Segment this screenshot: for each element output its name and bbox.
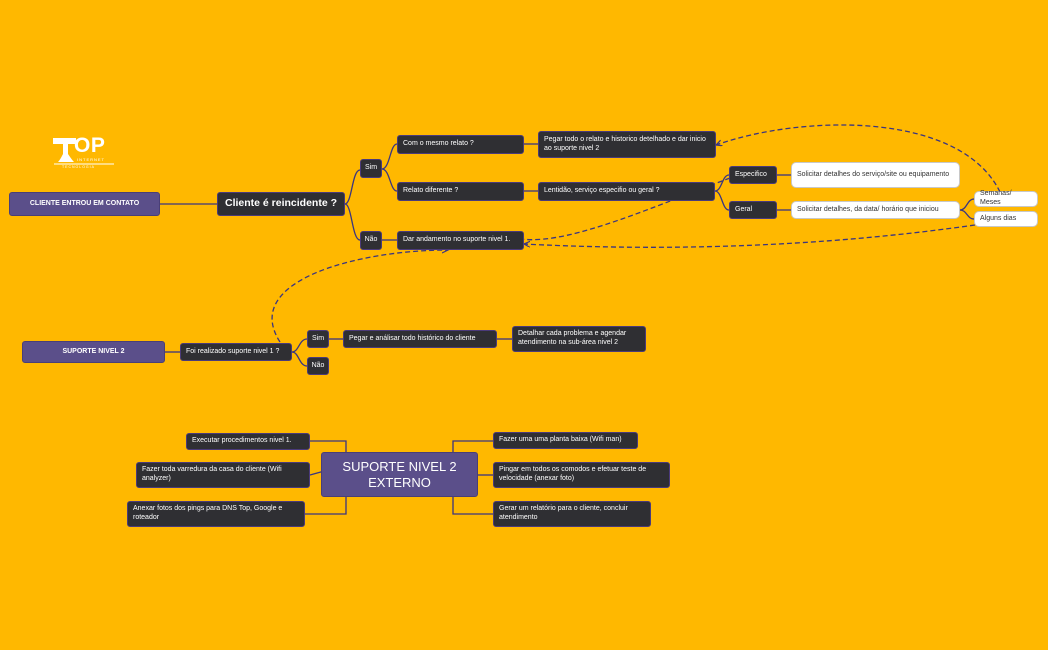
- node-label: Relato diferente ?: [403, 187, 459, 195]
- node-especifico[interactable]: Especifico: [729, 166, 777, 184]
- question-suporte-nivel-1-realizado[interactable]: Foi realizado suporte nivel 1 ?: [180, 343, 292, 361]
- node-label: Não: [364, 236, 378, 244]
- node-label: Fazer toda varredura da casa do cliente …: [142, 466, 282, 482]
- connector: [714, 174, 730, 192]
- dashed-arrow: [524, 224, 976, 248]
- node-label: Fazer uma uma planta baixa (Wifi man): [499, 436, 622, 444]
- connector: [959, 198, 975, 211]
- node-lentidao-especifico-geral[interactable]: Lentidão, serviço especifio ou geral ?: [538, 182, 715, 201]
- node-label: Sim: [364, 164, 378, 172]
- node-dar-andamento-nivel-1[interactable]: Dar andamento no suporte nivel 1.: [397, 231, 524, 250]
- node-label: Detalhar cada problema e agendar atendim…: [518, 330, 627, 346]
- node-mesmo-relato[interactable]: Com o mesmo relato ?: [397, 135, 524, 154]
- connector: [381, 143, 398, 170]
- connector: [291, 338, 308, 353]
- node-label: Lentidão, serviço especifio ou geral ?: [544, 187, 660, 195]
- connector: [714, 190, 730, 211]
- node-label: SUPORTE NIVEL 2: [62, 347, 125, 355]
- node-alguns-dias[interactable]: Alguns dias: [974, 211, 1038, 227]
- node-relato-diferente[interactable]: Relato diferente ?: [397, 182, 524, 201]
- node-semanas-meses[interactable]: Semanas/ Meses: [974, 190, 1038, 207]
- connector: [381, 168, 398, 192]
- node-label: Pegar e análisar todo histórico do clien…: [349, 334, 476, 342]
- node-varredura-casa[interactable]: Fazer toda varredura da casa do cliente …: [136, 462, 310, 488]
- dashed-arrow: [716, 124, 1001, 193]
- connector: [344, 203, 361, 241]
- node-analisar-historico[interactable]: Pegar e análisar todo histórico do clien…: [343, 330, 497, 348]
- node-label: Solicitar detalhes, da data/ horário que…: [797, 205, 939, 213]
- question-cliente-reincidente[interactable]: Cliente é reincidente ?: [217, 192, 345, 216]
- connector: [291, 351, 308, 367]
- node-label: Executar procedimentos nivel 1.: [192, 437, 292, 445]
- node-solicitar-detalhes-servico[interactable]: Solicitar detalhes do serviço/site ou eq…: [791, 162, 960, 188]
- branch-sim-2[interactable]: Sim: [307, 330, 329, 348]
- node-label: Geral: [735, 205, 753, 213]
- connector: [959, 209, 975, 220]
- node-planta-baixa[interactable]: Fazer uma uma planta baixa (Wifi man): [493, 432, 638, 449]
- node-label: Alguns dias: [980, 214, 1017, 222]
- node-label: Sim: [311, 334, 325, 342]
- node-pingar-comodos[interactable]: Pingar em todos os comodos e efetuar tes…: [493, 462, 670, 488]
- top-logo-icon: [53, 138, 114, 165]
- node-label: Com o mesmo relato ?: [403, 140, 474, 148]
- logo-text: OP: [74, 134, 106, 157]
- node-detalhar-problema[interactable]: Detalhar cada problema e agendar atendim…: [512, 326, 646, 352]
- dashed-arrow: [271, 250, 448, 343]
- node-anexar-fotos-pings[interactable]: Anexar fotos dos pings para DNS Top, Goo…: [127, 501, 305, 527]
- node-label: Semanas/ Meses: [980, 190, 1012, 206]
- branch-nao[interactable]: Não: [360, 231, 382, 250]
- node-pegar-relato[interactable]: Pegar todo o relato e historico detelhad…: [538, 131, 716, 158]
- node-label: Anexar fotos dos pings para DNS Top, Goo…: [133, 505, 283, 521]
- root-cliente-entrou-em-contato[interactable]: CLIENTE ENTROU EM CONTATO: [9, 192, 160, 216]
- node-label: Dar andamento no suporte nivel 1.: [403, 236, 511, 244]
- connector: [344, 169, 361, 205]
- node-label: Pegar todo o relato e historico detelhad…: [544, 135, 706, 152]
- node-label: Solicitar detalhes do serviço/site ou eq…: [797, 170, 950, 178]
- node-label: Foi realizado suporte nivel 1 ?: [186, 347, 280, 355]
- root-suporte-nivel-2[interactable]: SUPORTE NIVEL 2: [22, 341, 165, 363]
- node-label: Gerar um relatório para o cliente, concl…: [499, 505, 628, 521]
- node-label: Não: [311, 361, 325, 369]
- node-geral[interactable]: Geral: [729, 201, 777, 219]
- node-label: CLIENTE ENTROU EM CONTATO: [29, 199, 140, 207]
- node-label: SUPORTE NIVEL 2 EXTERNO: [342, 458, 457, 490]
- branch-nao-2[interactable]: Não: [307, 357, 329, 375]
- node-label: Pingar em todos os comodos e efetuar tes…: [499, 466, 647, 482]
- node-label: Cliente é reincidente ?: [224, 197, 338, 210]
- node-solicitar-detalhes-data[interactable]: Solicitar detalhes, da data/ horário que…: [791, 201, 960, 219]
- node-executar-procedimentos[interactable]: Executar procedimentos nivel 1.: [186, 433, 310, 450]
- logo-subtext-tecnologia: TECNOLOGIA: [62, 165, 95, 169]
- node-gerar-relatorio[interactable]: Gerar um relatório para o cliente, concl…: [493, 501, 651, 527]
- node-label: Especifico: [735, 170, 767, 178]
- branch-sim[interactable]: Sim: [360, 159, 382, 178]
- logo-subtext-internet: INTERNET: [77, 157, 105, 162]
- center-suporte-nivel-2-externo[interactable]: SUPORTE NIVEL 2 EXTERNO: [321, 452, 478, 497]
- top-logo: OP INTERNET TECNOLOGIA: [50, 134, 120, 170]
